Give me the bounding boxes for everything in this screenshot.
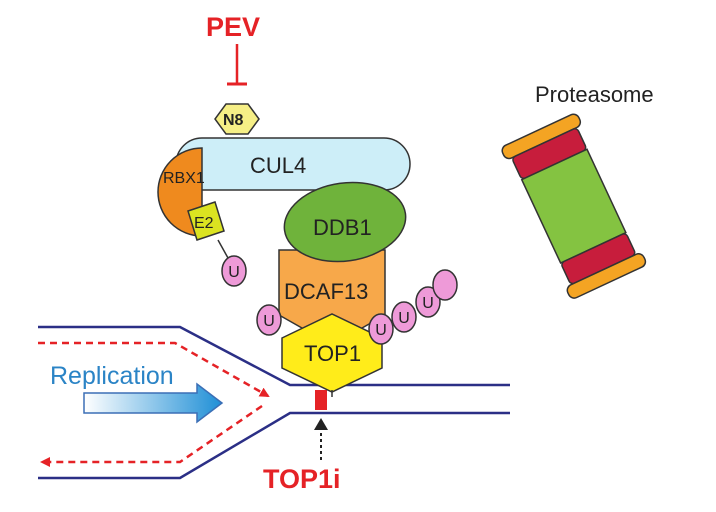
ubiquitin-left — [256, 304, 282, 336]
ubiquitin-chain-2 — [391, 301, 417, 333]
proteasome-shape — [501, 113, 647, 299]
e2-label: E2 — [194, 215, 214, 232]
dcaf13-label: DCAF13 — [284, 279, 368, 304]
top1i-label: TOP1i — [263, 464, 341, 494]
top1i-arrow-head — [314, 418, 328, 430]
e2-shape — [187, 201, 225, 241]
ubiquitin-chain-2-label: U — [398, 310, 410, 327]
dna-bottom-strand — [38, 411, 510, 480]
ubiquitin-left-label: U — [263, 313, 275, 330]
ubiquitin-chain-1-label: U — [375, 322, 387, 339]
replication-arrow — [83, 382, 224, 424]
proteasome-cap-bottom — [566, 253, 647, 299]
e2-ubiquitin-link — [217, 239, 229, 259]
ubiquitin-chain-right: U U U — [368, 269, 458, 345]
top1-shape — [281, 313, 383, 393]
n8-label: N8 — [223, 112, 244, 129]
nascent-strand-bottom — [40, 404, 263, 467]
ubiquitin-chain-4 — [432, 269, 458, 301]
proteasome-label: Proteasome — [535, 82, 654, 107]
ubiquitin-chain-3-label: U — [422, 295, 434, 312]
dna-top-strand — [38, 325, 510, 387]
ubiquitin-chain-3 — [415, 286, 441, 318]
dna-fork — [38, 325, 510, 480]
ddb1-shape — [283, 181, 407, 263]
pev-label: PEV — [206, 12, 260, 42]
ubiquitin-e2 — [221, 255, 247, 287]
nascent-strand-top — [38, 341, 270, 398]
rbx1-label: RBX1 — [163, 170, 205, 187]
ddb1-label: DDB1 — [313, 215, 372, 240]
cul4-label: CUL4 — [250, 153, 306, 178]
top1i-lesion-mark — [315, 390, 327, 410]
top1-label: TOP1 — [304, 341, 361, 366]
ubiquitin-e2-label: U — [228, 264, 240, 281]
n8-hexagon — [214, 103, 260, 135]
ubiquitin-chain-1 — [368, 313, 394, 345]
replication-label: Replication — [50, 362, 174, 390]
